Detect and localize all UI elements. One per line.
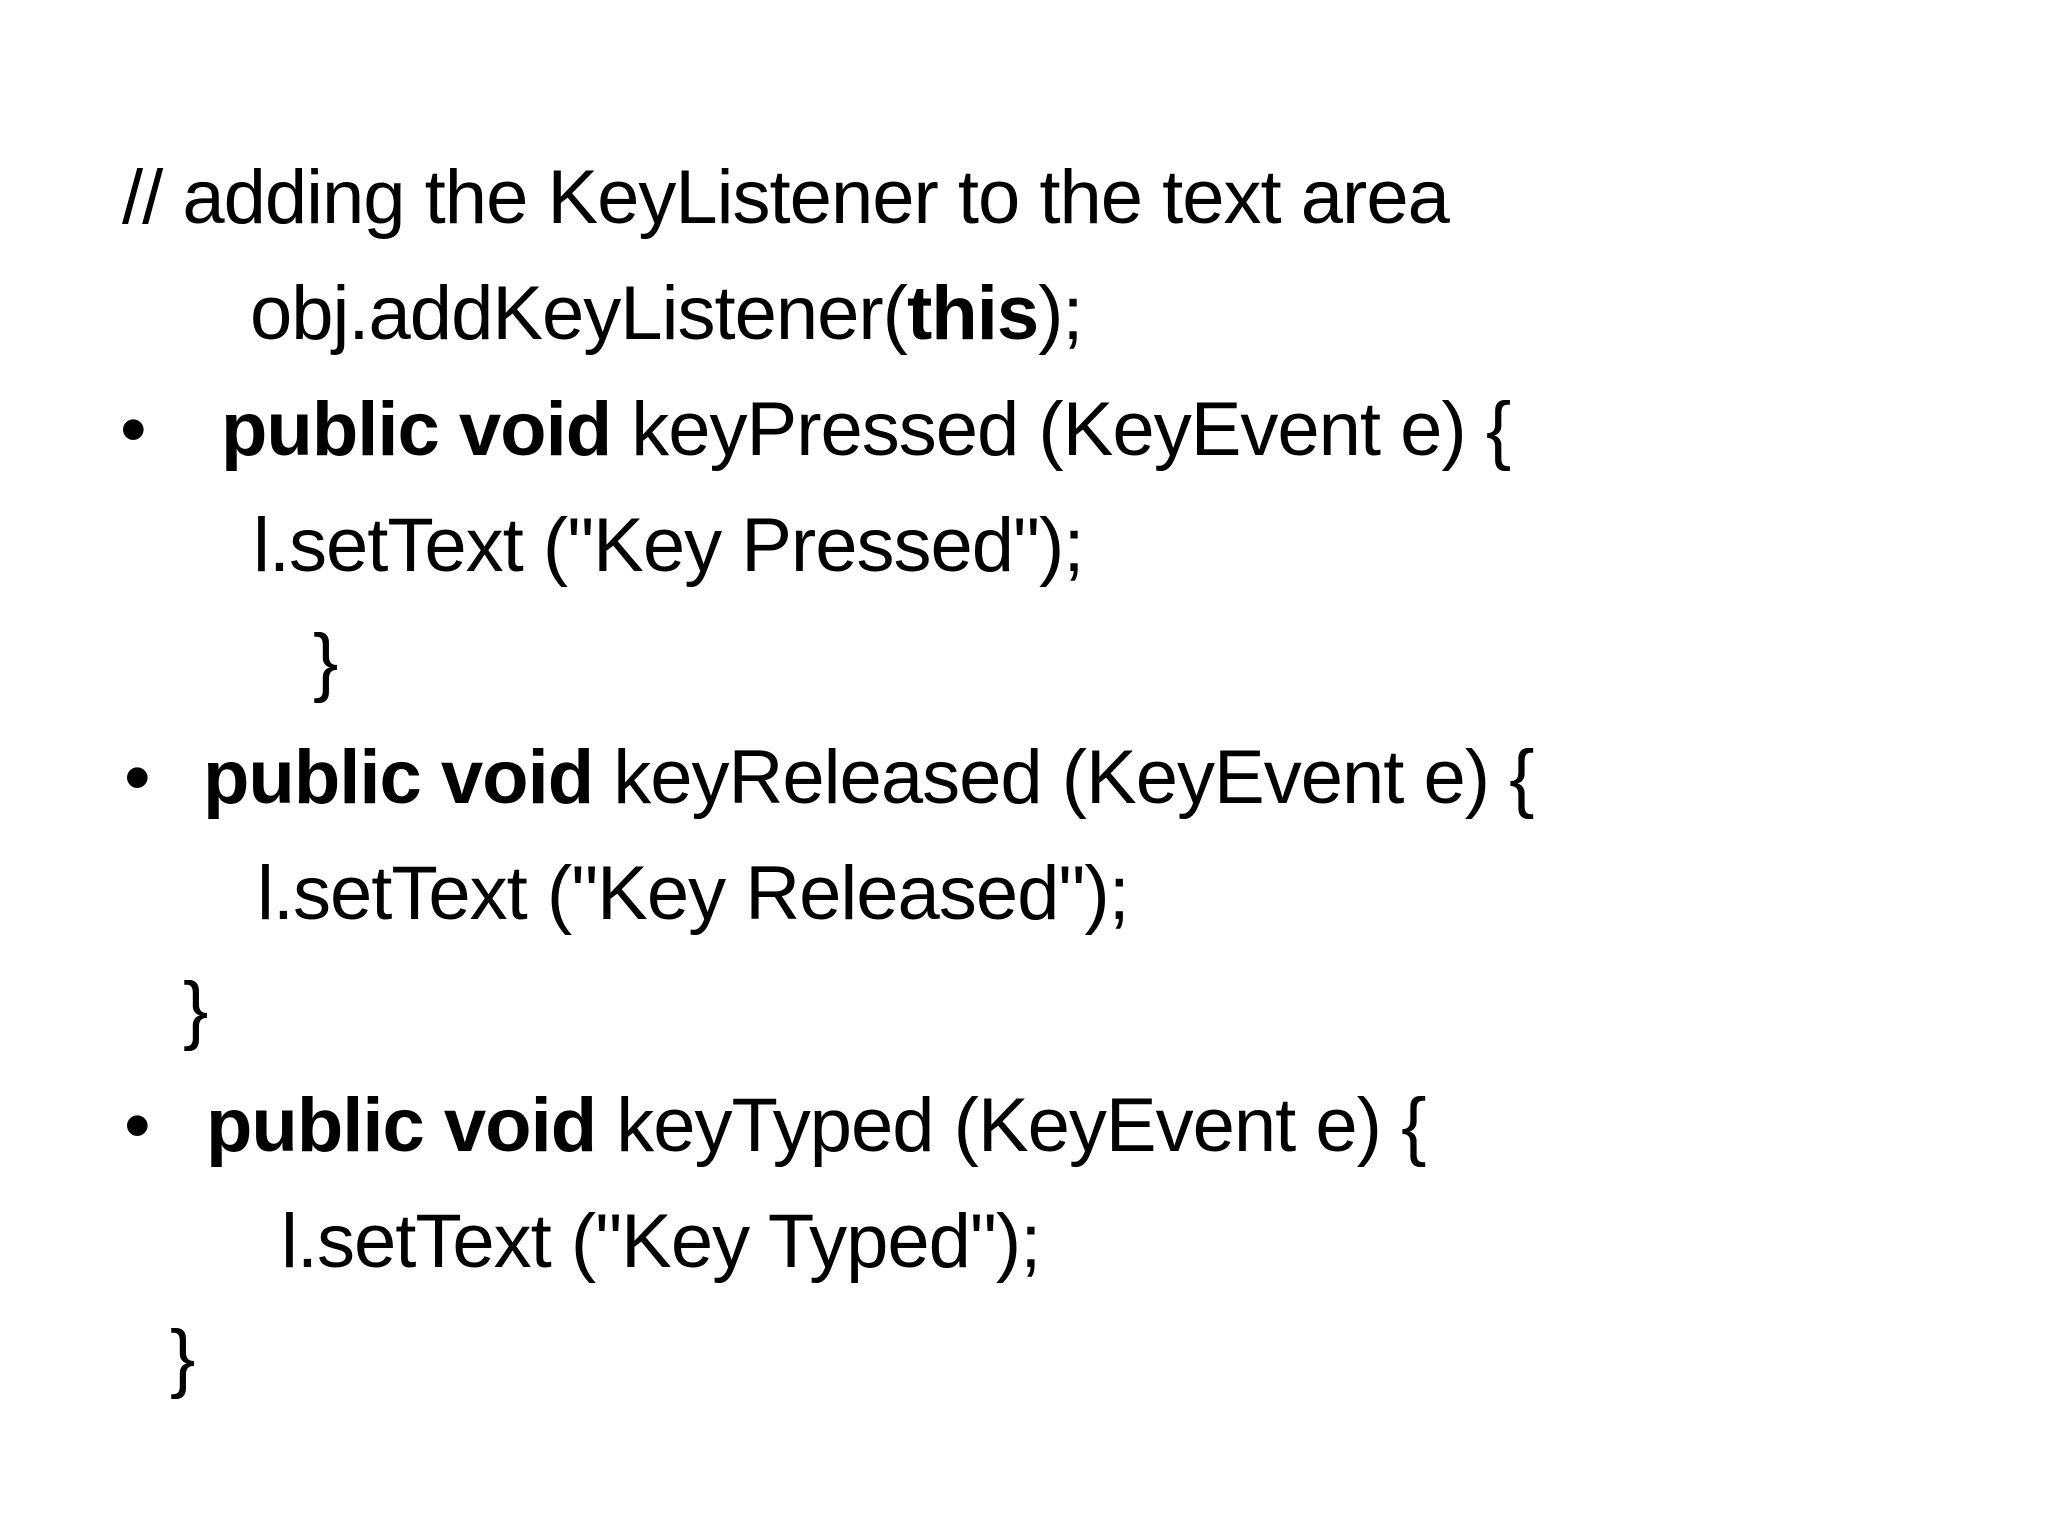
keypressed-body: l.setText ("Key Pressed"); <box>253 503 1084 588</box>
keypressed-close-brace: } <box>313 619 338 704</box>
keypressed-keyword: public void <box>221 387 612 472</box>
comment-line: // adding the KeyListener to the text ar… <box>0 140 2048 256</box>
keytyped-body-line: l.setText ("Key Typed"); <box>0 1184 2048 1300</box>
keypressed-body-line: l.setText ("Key Pressed"); <box>0 488 2048 604</box>
comment-text: // adding the KeyListener to the text ar… <box>122 155 1450 240</box>
keyreleased-keyword: public void <box>203 735 594 820</box>
this-keyword: this <box>906 271 1039 356</box>
bullet-icon: • <box>124 735 151 820</box>
keytyped-body: l.setText ("Key Typed"); <box>281 1199 1041 1284</box>
keytyped-signature-line: • public void keyTyped (KeyEvent e) { <box>0 1068 2048 1184</box>
keyreleased-body: l.setText ("Key Released"); <box>257 851 1130 936</box>
keypressed-signature: keyPressed (KeyEvent e) { <box>611 387 1511 472</box>
keytyped-close-brace: } <box>170 1315 195 1400</box>
keypressed-signature-line: • public void keyPressed (KeyEvent e) { <box>0 372 2048 488</box>
keyreleased-signature: keyReleased (KeyEvent e) { <box>593 735 1534 820</box>
keytyped-close-line: } <box>0 1300 2048 1416</box>
add-keylistener-post: ); <box>1038 271 1083 356</box>
keyreleased-close-line: } <box>0 952 2048 1068</box>
keyreleased-signature-line: • public void keyReleased (KeyEvent e) { <box>0 720 2048 836</box>
add-keylistener-line: obj.addKeyListener(this); <box>0 256 2048 372</box>
bullet-icon: • <box>124 1083 151 1168</box>
keypressed-close-line: } <box>0 604 2048 720</box>
keyreleased-close-brace: } <box>183 967 208 1052</box>
add-keylistener-pre: obj.addKeyListener( <box>250 271 908 356</box>
keyreleased-body-line: l.setText ("Key Released"); <box>0 836 2048 952</box>
bullet-icon: • <box>120 387 147 472</box>
keytyped-signature: keyTyped (KeyEvent e) { <box>596 1083 1426 1168</box>
code-block: // adding the KeyListener to the text ar… <box>0 140 2048 1416</box>
keytyped-keyword: public void <box>206 1083 597 1168</box>
